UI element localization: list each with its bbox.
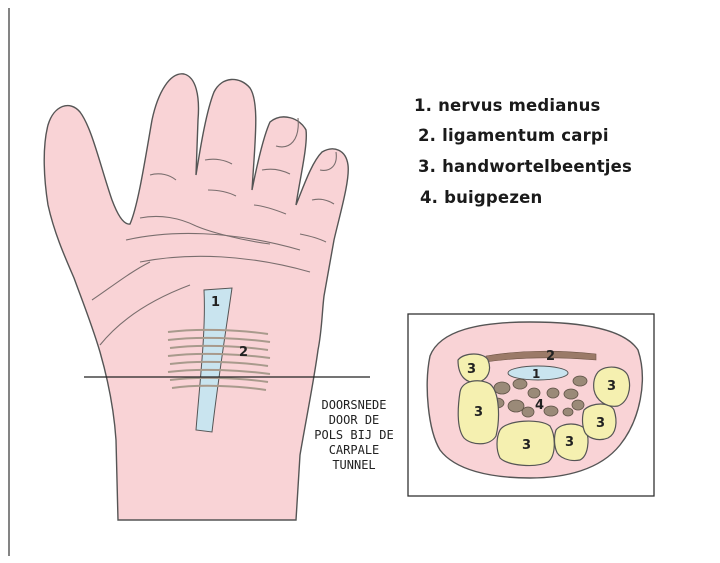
caption-line: TUNNEL	[305, 458, 403, 473]
bone-label: 3	[565, 435, 574, 450]
legend-item-1: 1. nervus medianus	[414, 96, 601, 115]
section-label-nerve: 1	[532, 367, 540, 381]
bone-label: 3	[607, 379, 616, 394]
caption-line: CARPALE	[305, 443, 403, 458]
legend-item-4: 4. buigpezen	[420, 188, 542, 207]
caption-line: DOORSNEDE	[305, 398, 403, 413]
hand-label-nerve: 1	[211, 295, 220, 310]
legend-item-3: 3. handwortelbeentjes	[418, 157, 632, 176]
bone-label: 3	[522, 438, 531, 453]
caption-line: POLS BIJ DE	[305, 428, 403, 443]
bone-label: 3	[467, 362, 476, 377]
hand-label-ligament: 2	[239, 345, 248, 360]
hand-outline	[44, 74, 348, 520]
cross-section: 2 1 4 3 3	[408, 314, 654, 496]
bone-label: 3	[596, 416, 605, 431]
section-caption: DOORSNEDE DOOR DE POLS BIJ DE CARPALE TU…	[305, 398, 403, 473]
legend-item-2: 2. ligamentum carpi	[418, 126, 609, 145]
bone-label: 3	[474, 405, 483, 420]
section-label-ligament: 2	[546, 349, 555, 364]
caption-line: DOOR DE	[305, 413, 403, 428]
section-label-tendons: 4	[535, 398, 544, 413]
